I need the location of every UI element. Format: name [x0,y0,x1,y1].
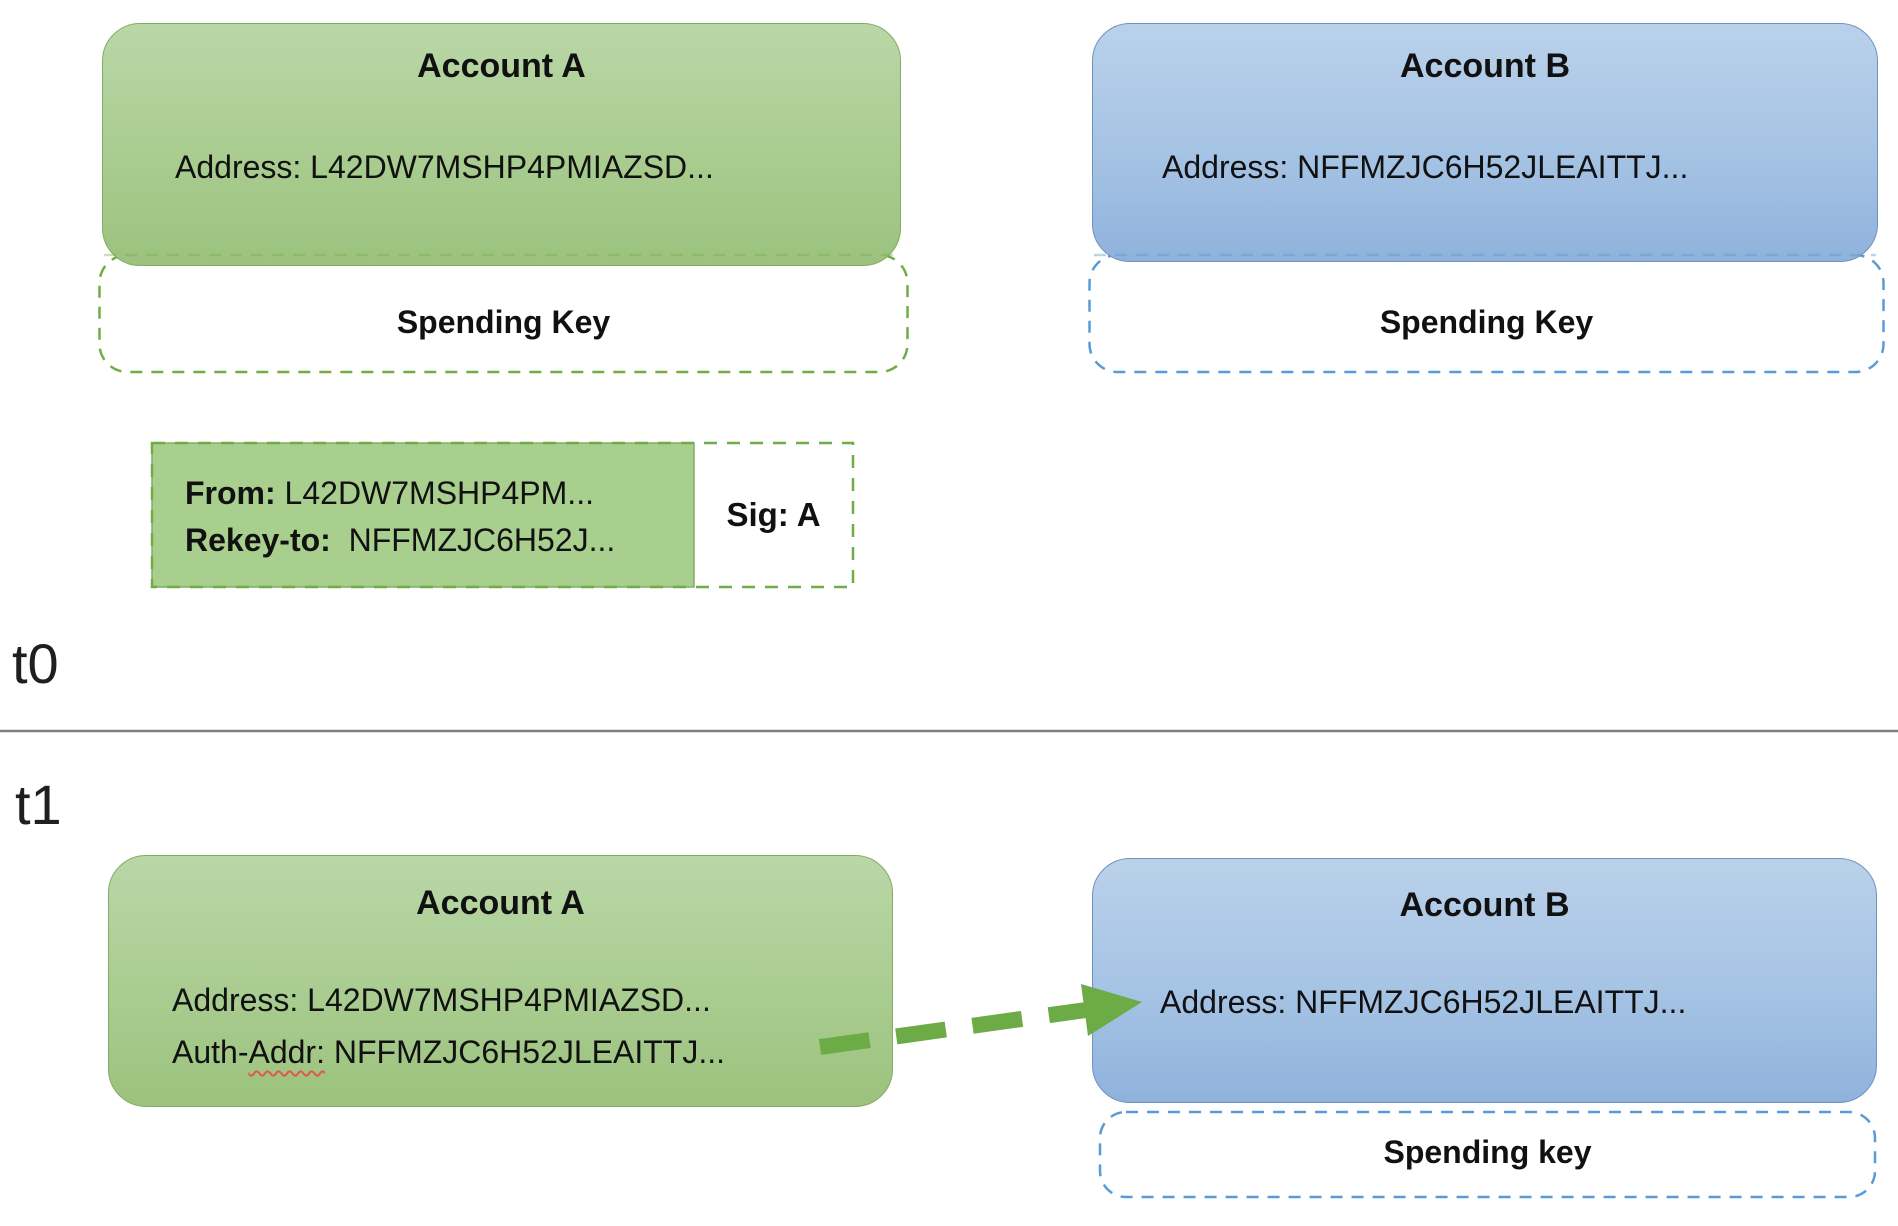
t0-account-b-title: Account B [1400,47,1570,85]
t0-account-a-address: Address: L42DW7MSHP4PMIAZSD... [175,149,714,185]
transaction-payload-box [151,442,695,588]
t0-account-b-address: Address: NFFMZJC6H52JLEAITTJ... [1162,149,1689,185]
transaction-rekey-value: NFFMZJC6H52J... [330,522,616,558]
t1-account-b-address: Address: NFFMZJC6H52JLEAITTJ... [1160,984,1687,1020]
t1-timeline-label: t1 [15,773,62,836]
t1-account-a-address: Address: L42DW7MSHP4PMIAZSD... [172,982,711,1018]
t1-auth-misspelled-word: Addr: [248,1034,325,1070]
transaction-rekey-label: Rekey-to: [185,522,331,558]
t0-account-a-box [102,23,901,266]
t0-account-b-spending-key-label: Spending Key [1379,304,1594,340]
t1-account-a-title: Account A [416,884,585,922]
t0-timeline-label: t0 [12,632,59,695]
t1-account-a-box [108,855,893,1107]
t1-account-a-auth-addr-line: Auth-Addr: NFFMZJC6H52JLEAITTJ... [172,1033,725,1071]
transaction-signature-label: Sig: A [726,496,821,533]
t1-auth-rest: NFFMZJC6H52JLEAITTJ... [324,1034,726,1070]
t1-account-b-title: Account B [1399,886,1570,924]
transaction-from-value: L42DW7MSHP4PM... [275,475,594,511]
transaction-from-line: From: L42DW7MSHP4PM... [185,474,594,512]
transaction-rekey-line: Rekey-to: NFFMZJC6H52J... [185,521,615,559]
transaction-from-label: From: [185,475,276,511]
t1-auth-prefix: Auth- [172,1034,249,1070]
t0-account-a-title: Account A [417,47,586,85]
t1-account-b-box [1092,858,1877,1103]
t0-account-b-box [1092,23,1878,262]
t0-account-a-spending-key-label: Spending Key [396,304,611,340]
t1-account-b-spending-key-label: Spending key [1383,1134,1592,1170]
